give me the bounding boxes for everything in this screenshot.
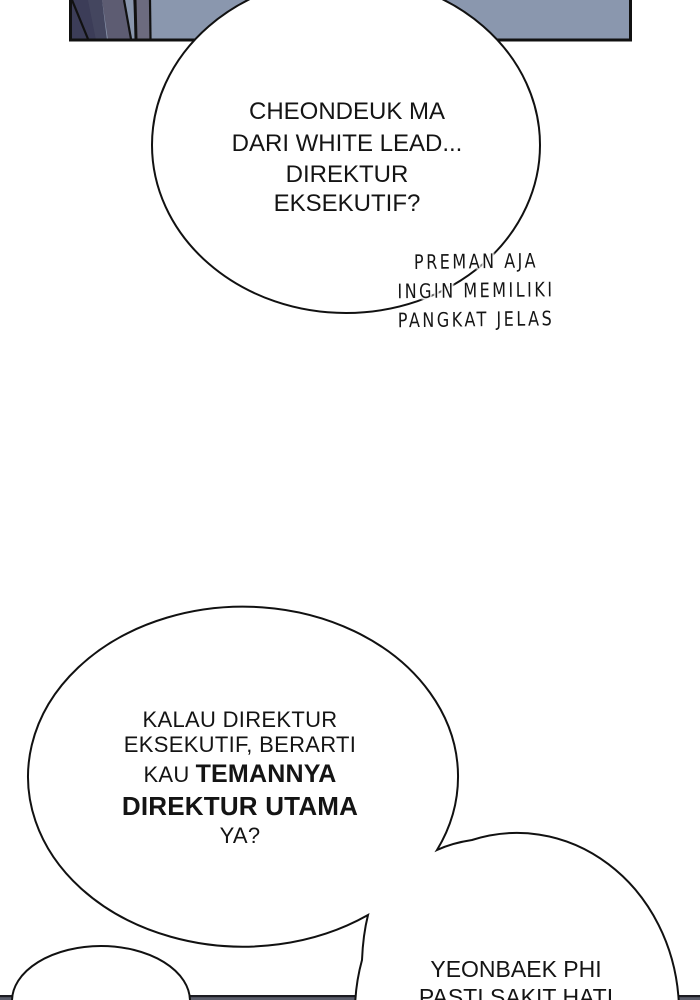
bubble-2-line-4-emphasis: DIREKTUR UTAMA [121, 791, 359, 821]
bubble-3-line-2: PASTI SAKIT HATI [418, 984, 614, 1000]
bubble-1-line-1: CHEONDEUK MA [248, 98, 446, 125]
speech-bubble-2-3-merged [27, 605, 680, 1000]
panel-art-stripes [70, 0, 152, 40]
aside-line-3: PANGKAT JELAS [397, 306, 555, 333]
bubble-2-line-2: EKSEKUTIF, BERARTI [123, 732, 357, 757]
speech-bubble-1 [151, 0, 541, 314]
bubble-3-line-1: YEONBAEK PHI [430, 956, 602, 982]
bubble-2-line-1: KALAU DIREKTUR [142, 707, 338, 732]
bottom-panel-edge [0, 995, 700, 1000]
bubble-1-line-3: DIREKTUR [285, 161, 409, 188]
bubble-1-line-2: DARI WHITE LEAD... [231, 130, 463, 157]
bubble-2-line-3-regular: KAU [143, 762, 190, 787]
bubble-2-line-3-emphasis: TEMANNYA [195, 760, 337, 788]
bubble-2-line-5: YA? [219, 823, 261, 848]
bubble-1-line-4: EKSEKUTIF? [273, 190, 421, 217]
speech-bubble-4 [11, 945, 191, 1000]
